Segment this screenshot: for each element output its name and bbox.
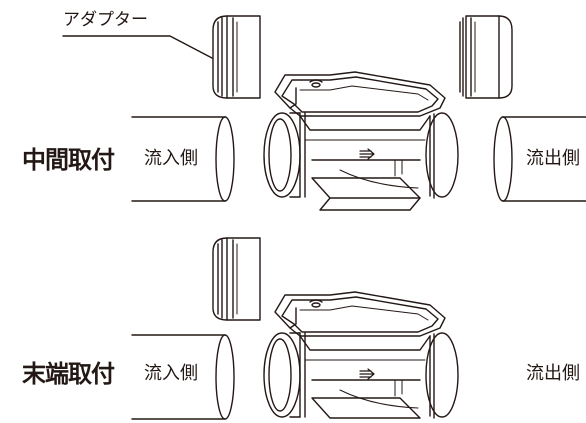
outlet-pipe-row1	[493, 116, 586, 202]
valve-body-row1	[263, 71, 459, 211]
outlet-side-label-row1: 流出側	[526, 148, 580, 169]
outlet-side-label-row2: 流出側	[526, 363, 580, 384]
callout-leader-line	[62, 35, 213, 59]
adapter-upstream-row1	[212, 15, 261, 99]
adapter-callout-label: アダプター	[63, 10, 148, 30]
row-title-middle-install: 中間取付	[22, 146, 115, 174]
inlet-pipe-row1	[131, 116, 235, 202]
inlet-side-label-row1: 流入側	[144, 148, 198, 169]
row-title-end-install: 末端取付	[22, 360, 115, 388]
inlet-side-label-row2: 流入側	[144, 363, 198, 384]
adapter-upstream-row2	[212, 237, 261, 321]
valve-body-row2	[263, 291, 459, 419]
inlet-pipe-row2	[131, 334, 235, 420]
adapter-downstream-row1	[459, 15, 513, 99]
